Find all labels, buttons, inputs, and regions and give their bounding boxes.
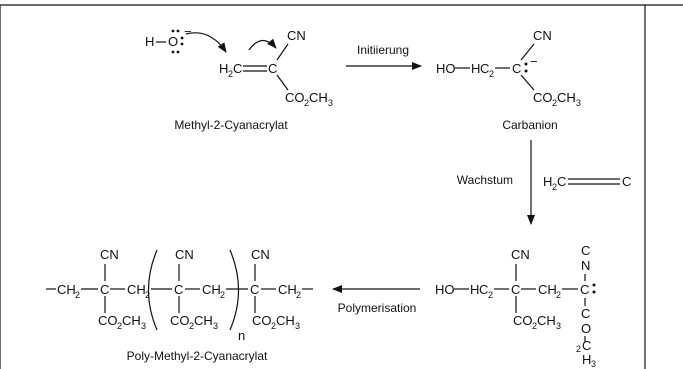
- svg-text:C: C: [250, 282, 259, 297]
- svg-text:2: 2: [304, 98, 309, 108]
- svg-text:3: 3: [328, 98, 333, 108]
- svg-text:H: H: [470, 282, 479, 297]
- svg-text:C: C: [268, 61, 277, 76]
- carbanion-structure: HO H C 2 C − CN CO 2 CH 3: [436, 28, 581, 108]
- svg-text:C: C: [622, 174, 631, 189]
- svg-text:2: 2: [489, 69, 494, 79]
- svg-text:CH: CH: [278, 282, 297, 297]
- svg-text:CO: CO: [252, 313, 272, 328]
- svg-text:CH: CH: [194, 313, 213, 328]
- svg-text:CH: CH: [127, 282, 146, 297]
- svg-text:2: 2: [576, 344, 581, 354]
- svg-text:C: C: [233, 61, 242, 76]
- svg-text:CH: CH: [202, 282, 221, 297]
- svg-text:3: 3: [591, 359, 596, 369]
- svg-text:C: C: [511, 282, 520, 297]
- svg-text:H: H: [543, 174, 552, 189]
- bracket-open: [147, 249, 158, 331]
- label-initiation: Initiierung: [357, 43, 409, 57]
- svg-text:C: C: [100, 282, 109, 297]
- svg-text:C: C: [582, 338, 591, 353]
- label-monomer: Methyl-2-Cyanacrylat: [174, 118, 288, 132]
- svg-text:CH: CH: [57, 282, 76, 297]
- svg-text:CN: CN: [287, 28, 306, 43]
- methyl-2-cyanacrylate-structure: H 2 C C CN CO 2 CH 3: [185, 28, 333, 108]
- svg-text:CN: CN: [511, 247, 530, 262]
- svg-text:CH: CH: [276, 313, 295, 328]
- atom-o: O: [168, 34, 178, 49]
- svg-text:2: 2: [75, 290, 80, 300]
- svg-text:3: 3: [141, 321, 146, 331]
- svg-text:CO: CO: [170, 313, 190, 328]
- svg-text:N: N: [581, 258, 590, 273]
- svg-text:2: 2: [220, 290, 225, 300]
- svg-text:3: 3: [556, 321, 561, 331]
- svg-text:2: 2: [552, 98, 557, 108]
- svg-text:C: C: [580, 282, 589, 297]
- label-polymerisation: Polymerisation: [338, 301, 417, 315]
- svg-text:C: C: [581, 306, 590, 321]
- svg-text:CN: CN: [100, 247, 119, 262]
- svg-text:C: C: [480, 61, 489, 76]
- svg-text:2: 2: [117, 321, 122, 331]
- svg-text:C: C: [512, 61, 521, 76]
- svg-text:H: H: [582, 352, 591, 367]
- svg-text:O: O: [581, 321, 591, 336]
- svg-text:3: 3: [576, 98, 581, 108]
- svg-text:−: −: [530, 54, 538, 69]
- svg-text:HO: HO: [435, 282, 455, 297]
- svg-text:2: 2: [488, 290, 493, 300]
- svg-text:CN: CN: [251, 247, 270, 262]
- label-polymer: Poly-Methyl-2-Cyanacrylat: [127, 349, 268, 363]
- svg-text:CO: CO: [98, 313, 118, 328]
- svg-text:2: 2: [296, 290, 301, 300]
- svg-text:2: 2: [228, 69, 233, 79]
- svg-text:CH: CH: [557, 90, 576, 105]
- svg-text:2: 2: [189, 321, 194, 331]
- svg-text:CH: CH: [537, 313, 556, 328]
- svg-text:2: 2: [552, 182, 557, 192]
- svg-text:2: 2: [145, 290, 150, 300]
- svg-text:CN: CN: [533, 28, 552, 43]
- svg-text:C: C: [174, 282, 183, 297]
- svg-text:3: 3: [295, 321, 300, 331]
- repeat-index-n: n: [238, 328, 245, 343]
- svg-text:H: H: [219, 61, 228, 76]
- svg-text:CH: CH: [538, 282, 557, 297]
- svg-text:H: H: [471, 61, 480, 76]
- svg-text:CO: CO: [285, 90, 305, 105]
- bracket-close: [229, 249, 240, 331]
- svg-text:HO: HO: [436, 61, 456, 76]
- svg-text:C: C: [479, 282, 488, 297]
- svg-text:CH: CH: [309, 90, 328, 105]
- charge-sign: −: [184, 24, 192, 39]
- svg-text:2: 2: [556, 290, 561, 300]
- polymer-structure: CH 2 C CN CO 2 CH 3 CH 2 C CN CO 2 CH 3 …: [46, 247, 313, 343]
- svg-text:CN: CN: [175, 247, 194, 262]
- svg-text:C: C: [557, 174, 566, 189]
- hydroxide-ion: H O −: [145, 24, 192, 54]
- svg-text:C: C: [581, 243, 590, 258]
- label-carbanion: Carbanion: [502, 118, 557, 132]
- svg-text:CH: CH: [122, 313, 141, 328]
- svg-text:2: 2: [271, 321, 276, 331]
- ethene-reagent: H 2 C C: [543, 174, 631, 192]
- growing-chain-structure: HO H C 2 C CN CO 2 CH 3 CH 2 C C N C O 2…: [435, 243, 596, 369]
- svg-text:3: 3: [213, 321, 218, 331]
- label-growth: Wachstum: [457, 173, 513, 187]
- atom-h: H: [145, 34, 154, 49]
- curved-arrow-2: [248, 38, 277, 51]
- svg-text:CO: CO: [533, 90, 553, 105]
- svg-text:CO: CO: [513, 313, 533, 328]
- svg-text:2: 2: [532, 321, 537, 331]
- curved-arrow-1: [185, 32, 227, 53]
